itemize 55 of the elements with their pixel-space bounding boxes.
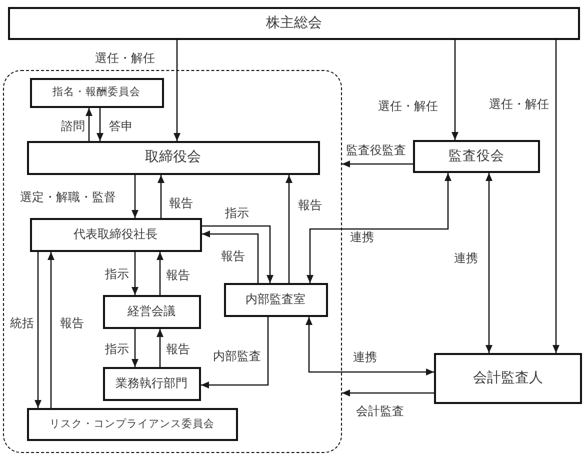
- arrow: [132, 252, 138, 295]
- organization-box: 取締役会: [26, 140, 320, 174]
- edge-label: 選任・解任: [488, 97, 550, 111]
- organization-box: 代表取締役社長: [30, 218, 202, 252]
- dashed-boundary: [3, 70, 342, 453]
- arrow: [86, 108, 92, 141]
- edge-label: 報告: [220, 249, 246, 263]
- arrow: [96, 108, 104, 141]
- edge-label: 諮問: [60, 119, 86, 133]
- arrow: [132, 175, 138, 218]
- edge-label: 指示: [224, 206, 250, 220]
- arrow: [306, 317, 434, 376]
- edge-label: 連携: [349, 230, 375, 244]
- edge-label: 指示: [104, 267, 130, 281]
- edge-label: 内部監査: [212, 349, 262, 363]
- arrow: [202, 230, 259, 283]
- arrow: [158, 175, 164, 218]
- arrow: [156, 252, 164, 295]
- arrow: [486, 173, 492, 353]
- arrow: [342, 160, 413, 168]
- arrow: [452, 40, 458, 140]
- edge-label: 報告: [59, 316, 85, 330]
- organization-box: 監査役会: [413, 140, 540, 173]
- edge-label: 会計監査: [355, 404, 405, 418]
- edge-label: 選任・解任: [377, 99, 439, 113]
- arrow: [48, 252, 54, 408]
- arrow: [552, 40, 560, 353]
- arrow: [286, 175, 292, 283]
- edge-label: 統括: [9, 316, 35, 330]
- edge-label: 選定・解職・監督: [19, 190, 117, 204]
- edge-label: 選任・解任: [94, 51, 156, 65]
- edge-label: 指示: [104, 342, 130, 356]
- edge-label: 連携: [352, 350, 378, 364]
- edge-label: 報告: [165, 268, 191, 282]
- arrow: [34, 252, 42, 408]
- organization-box: 経営会議: [102, 294, 200, 328]
- organization-box: 業務執行部門: [102, 366, 200, 400]
- organization-box: 指名・報酬委員会: [30, 78, 164, 108]
- organization-box: 内部監査室: [224, 282, 328, 316]
- edge-label: 報告: [168, 196, 194, 210]
- arrow: [201, 317, 269, 388]
- edge-label: 連携: [453, 251, 479, 265]
- arrow: [342, 390, 434, 396]
- edge-label: 報告: [165, 342, 191, 356]
- arrow: [132, 329, 138, 367]
- arrow: [202, 225, 274, 283]
- arrow: [306, 173, 452, 283]
- edge-label: 答申: [108, 119, 134, 133]
- edge-label: 監査役監査: [345, 143, 407, 157]
- arrow: [156, 329, 164, 367]
- edge-label: 報告: [297, 198, 323, 212]
- organization-box: 株主総会: [8, 7, 580, 40]
- organization-box: 会計監査人: [434, 353, 582, 404]
- arrow: [174, 40, 180, 141]
- organization-box: リスク・コンプライアンス委員会: [26, 408, 238, 440]
